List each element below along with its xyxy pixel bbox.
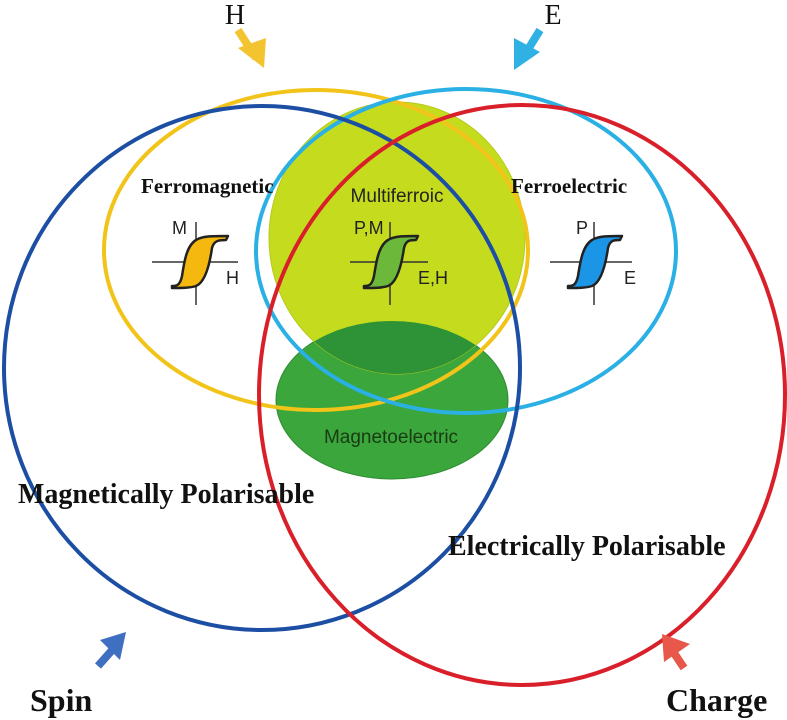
- ferroelectric-x-axis-label: E: [624, 268, 636, 288]
- charge-arrow: [662, 634, 690, 671]
- electrically-polarisable-ellipse: [257, 103, 787, 687]
- h-field-label: H: [225, 0, 245, 31]
- ferromagnetic-y-axis-label: M: [172, 218, 187, 238]
- ferromagnetic-label: Ferromagnetic: [141, 174, 274, 198]
- multiferroic-label: Multiferroic: [351, 186, 444, 207]
- h-field-arrow: [234, 27, 266, 68]
- multiferroic-y-axis-label: P,M: [354, 218, 384, 238]
- ferroelectric-label: Ferroelectric: [511, 174, 627, 198]
- ferromagnetic-x-axis-label: H: [226, 268, 239, 288]
- charge-label: Charge: [666, 682, 767, 718]
- multiferroic-hysteresis-icon: [350, 222, 428, 305]
- ferromagnetic-hysteresis-icon: [152, 222, 238, 305]
- spin-label: Spin: [30, 682, 92, 718]
- multiferroic-x-axis-label: E,H: [418, 268, 448, 288]
- ferromagnetic-ellipse: [102, 88, 530, 412]
- magnetoelectric-label: Magnetoelectric: [324, 427, 458, 448]
- electrically-polarisable-label: Electrically Polarisable: [448, 531, 726, 562]
- magnetically-polarisable-label: Magnetically Polarisable: [18, 479, 314, 510]
- e-field-arrow: [514, 27, 544, 70]
- magnetically-polarisable-ellipse: [2, 104, 522, 632]
- ferroelectric-hysteresis-icon: [550, 222, 632, 305]
- spin-arrow: [95, 632, 126, 669]
- ferroelectric-y-axis-label: P: [576, 218, 588, 238]
- e-field-label: E: [544, 0, 561, 31]
- ferroelectric-ellipse: [254, 87, 678, 415]
